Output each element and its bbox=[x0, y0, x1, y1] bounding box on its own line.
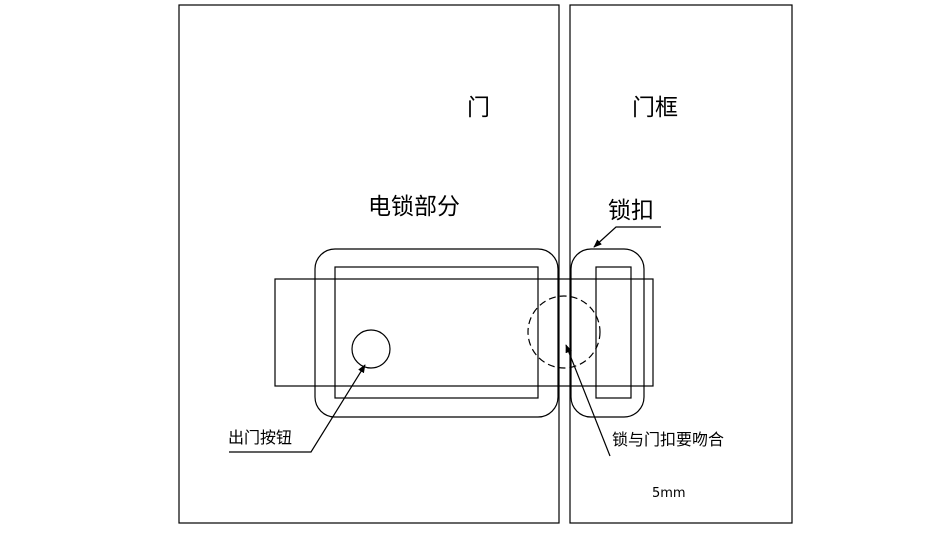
door-panel bbox=[178, 4, 560, 524]
door-frame-panel bbox=[569, 4, 793, 524]
electric-lock-outer bbox=[314, 248, 559, 418]
gap-dimension-label: 5mm bbox=[652, 486, 686, 501]
mounting-plate bbox=[274, 278, 654, 387]
alignment-note-leader bbox=[565, 344, 611, 457]
electric-lock-inner bbox=[334, 266, 539, 399]
exit-button-leader bbox=[229, 364, 366, 453]
exit-button-label: 出门按钮 bbox=[228, 428, 293, 447]
engagement-dashed-circle bbox=[527, 295, 601, 369]
door-frame-label: 门框 bbox=[632, 95, 678, 121]
lock-catch-label: 锁扣 bbox=[608, 198, 654, 224]
exit-button-circle bbox=[351, 329, 391, 369]
lock-catch-leader bbox=[593, 226, 661, 248]
electric-lock-label: 电锁部分 bbox=[368, 194, 460, 220]
lock-catch-outer bbox=[570, 248, 645, 418]
alignment-note-label: 锁与门扣要吻合 bbox=[612, 430, 725, 449]
lock-catch-inner bbox=[595, 266, 632, 399]
door-label: 门 bbox=[467, 95, 490, 121]
